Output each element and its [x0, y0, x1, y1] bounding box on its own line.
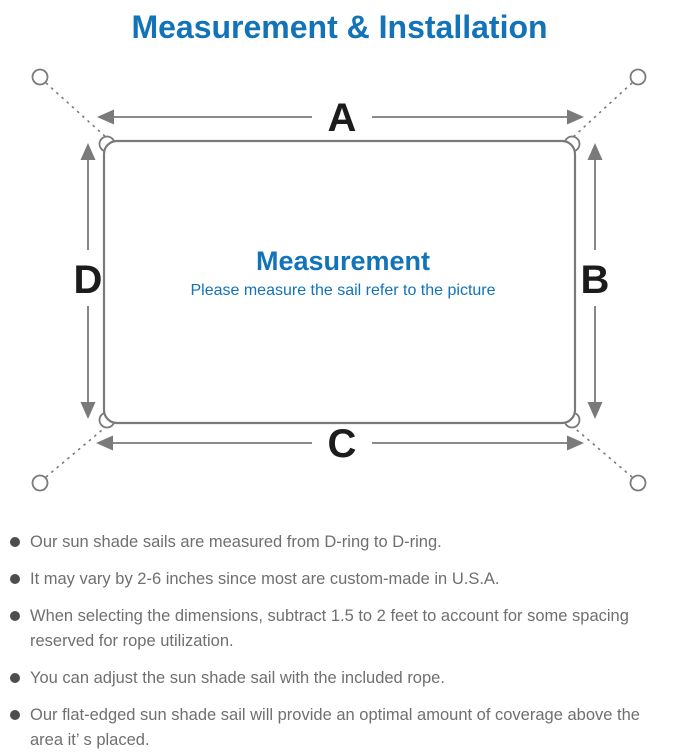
- diagram-center-subtitle: Please measure the sail refer to the pic…: [190, 282, 495, 299]
- note-text: You can adjust the sun shade sail with t…: [30, 669, 445, 687]
- note-item: When selecting the dimensions, subtract …: [10, 604, 673, 654]
- note-text: It may vary by 2-6 inches since most are…: [30, 570, 500, 588]
- note-text: When selecting the dimensions, subtract …: [30, 607, 629, 650]
- arrow-b: [587, 143, 603, 419]
- anchor-ring-bottom-right: [629, 474, 647, 492]
- anchor-ring-bottom-left: [31, 474, 49, 492]
- label-a: A: [328, 96, 357, 140]
- tension-line-top-left: [45, 82, 109, 140]
- note-item: Our sun shade sails are measured from D-…: [10, 530, 673, 555]
- label-d: D: [74, 258, 103, 302]
- anchor-ring-top-left: [31, 68, 49, 86]
- tension-line-top-right: [570, 82, 633, 140]
- notes-list: Our sun shade sails are measured from D-…: [0, 510, 679, 753]
- page-title: Measurement & Installation: [131, 9, 548, 45]
- tension-line-bottom-left: [45, 424, 109, 478]
- note-item: Our flat-edged sun shade sail will provi…: [10, 703, 673, 753]
- bullet-dot-icon: [10, 574, 20, 584]
- note-item: It may vary by 2-6 inches since most are…: [10, 567, 673, 592]
- note-text: Our sun shade sails are measured from D-…: [30, 533, 442, 551]
- measurement-diagram: A C D B Measurement Please measure the s…: [31, 68, 647, 492]
- bullet-dot-icon: [10, 611, 20, 621]
- label-c: C: [328, 422, 357, 466]
- note-item: You can adjust the sun shade sail with t…: [10, 666, 673, 691]
- anchor-ring-top-right: [629, 68, 647, 86]
- arrow-d: [80, 143, 96, 419]
- bullet-dot-icon: [10, 537, 20, 547]
- note-text: Our flat-edged sun shade sail will provi…: [30, 706, 640, 749]
- arrow-c: [96, 435, 584, 451]
- shade-sail: [102, 139, 577, 425]
- arrow-a: [97, 109, 584, 125]
- label-b: B: [581, 258, 610, 302]
- bullet-dot-icon: [10, 710, 20, 720]
- diagram-center-title: Measurement: [256, 246, 430, 276]
- tension-line-bottom-right: [570, 424, 633, 478]
- bullet-dot-icon: [10, 673, 20, 683]
